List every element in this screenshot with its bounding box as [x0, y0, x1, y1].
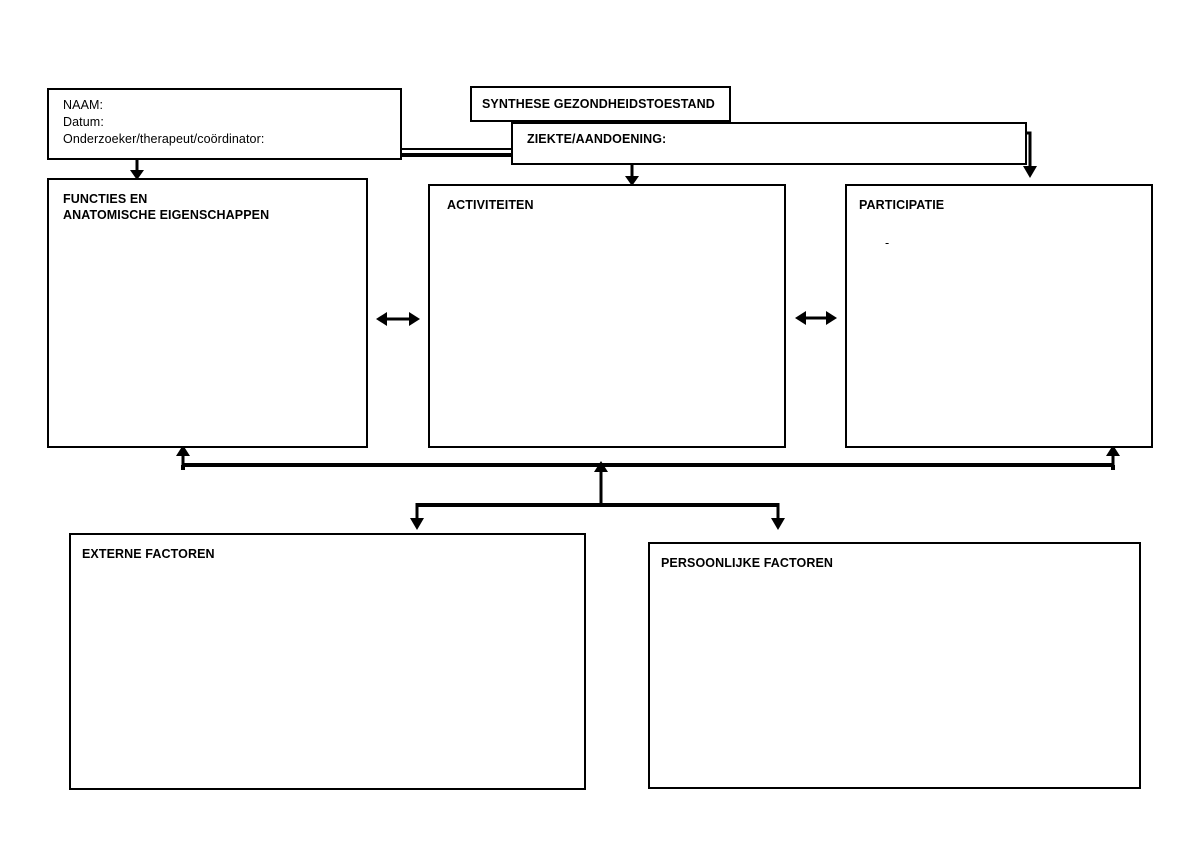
externe-factoren-label: EXTERNE FACTOREN — [82, 547, 215, 561]
identification-fields: NAAM: Datum: Onderzoeker/therapeut/coörd… — [63, 98, 265, 146]
participatie-bullet: - — [885, 236, 890, 250]
externe-factoren-box[interactable]: EXTERNE FACTOREN — [69, 533, 586, 790]
activiteiten-label: ACTIVITEITEN — [447, 198, 534, 212]
arrow-bus-up-left — [176, 445, 190, 466]
synthese-gezondheidstoestand-box[interactable]: SYNTHESE GEZONDHEIDSTOESTAND — [470, 86, 731, 122]
participatie-label: PARTICIPATIE — [859, 198, 945, 212]
persoonlijke-factoren-box[interactable]: PERSOONLIJKE FACTOREN — [648, 542, 1141, 789]
arrow-bus-up-right — [1106, 445, 1120, 466]
functies-en-anatomische-eigenschappen-box[interactable]: FUNCTIES EN ANATOMISCHE EIGENSCHAPPEN — [47, 178, 368, 448]
arrow-activiteiten-participatie-double — [795, 311, 837, 325]
factors-bus-top-rail — [181, 463, 1115, 470]
arrow-functies-activiteiten-double — [376, 312, 420, 326]
arrow-bus-up-center — [594, 461, 608, 505]
synthese-label: SYNTHESE GEZONDHEIDSTOESTAND — [482, 97, 715, 111]
arrow-to-externe-factoren — [410, 503, 424, 530]
arrow-ziekte-to-functies — [130, 160, 144, 180]
participatie-box[interactable]: PARTICIPATIE - — [845, 184, 1153, 448]
ziekte-aandoening-label: ZIEKTE/AANDOENING: — [527, 132, 667, 146]
ziekte-aandoening-box[interactable]: ZIEKTE/AANDOENING: — [511, 122, 1027, 165]
persoonlijke-factoren-label: PERSOONLIJKE FACTOREN — [661, 556, 834, 570]
arrow-to-persoonlijke-factoren — [771, 503, 785, 530]
functies-label: FUNCTIES EN ANATOMISCHE EIGENSCHAPPEN — [63, 192, 270, 222]
identification-box[interactable]: NAAM: Datum: Onderzoeker/therapeut/coörd… — [47, 88, 402, 160]
activiteiten-box[interactable]: ACTIVITEITEN — [428, 184, 786, 448]
